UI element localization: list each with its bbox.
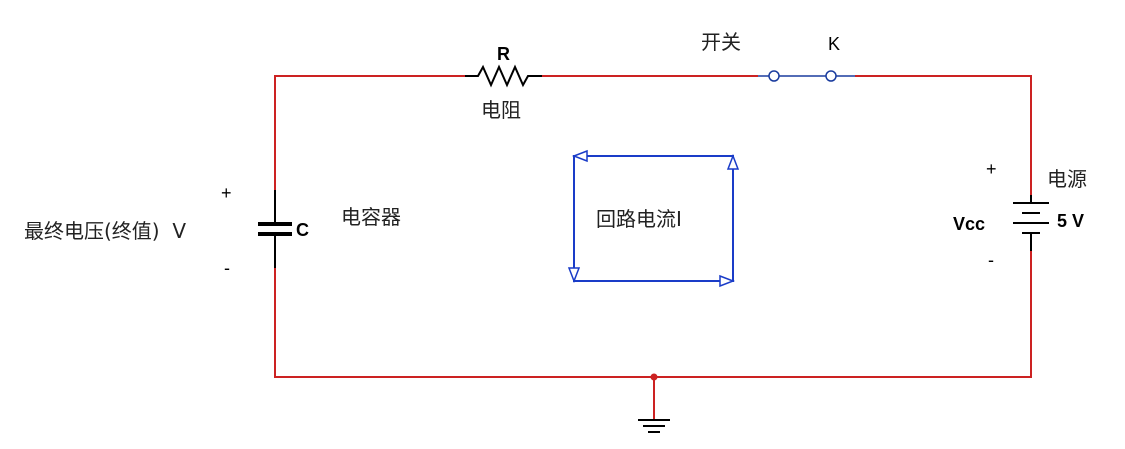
bottom-wire [274,251,1032,378]
capacitor-voltage-label: 最终电压(终值) V [24,219,186,243]
capacitor-icon [258,190,292,268]
resistor-icon [465,64,542,88]
capacitor-minus-label: - [224,258,230,278]
source-plus-label: + [986,159,997,179]
ground-icon [638,419,670,433]
loop-current-label: 回路电流I [596,207,682,231]
left-top-wire [274,75,465,190]
switch-symbol-label: K [828,34,840,54]
source-symbol-label: Vcc [953,214,985,234]
junction-dot [650,373,658,381]
capacitor-symbol-label: C [296,220,309,240]
wires [274,75,1032,420]
source-name-label: 电源 [1047,167,1087,191]
capacitor-name-label: 电容器 [341,205,401,229]
current-loop-arrow-icon [567,149,740,288]
source-value-label: 5 V [1057,211,1084,231]
resistor-symbol-label: R [497,44,510,64]
source-minus-label: - [988,250,994,270]
battery-icon [1013,195,1049,251]
switch-name-label: 开关 [701,30,741,54]
switch-icon [758,70,855,82]
resistor-name-label: 电阻 [481,98,521,122]
capacitor-plus-label: + [221,183,232,203]
right-top-wire [855,75,1032,195]
